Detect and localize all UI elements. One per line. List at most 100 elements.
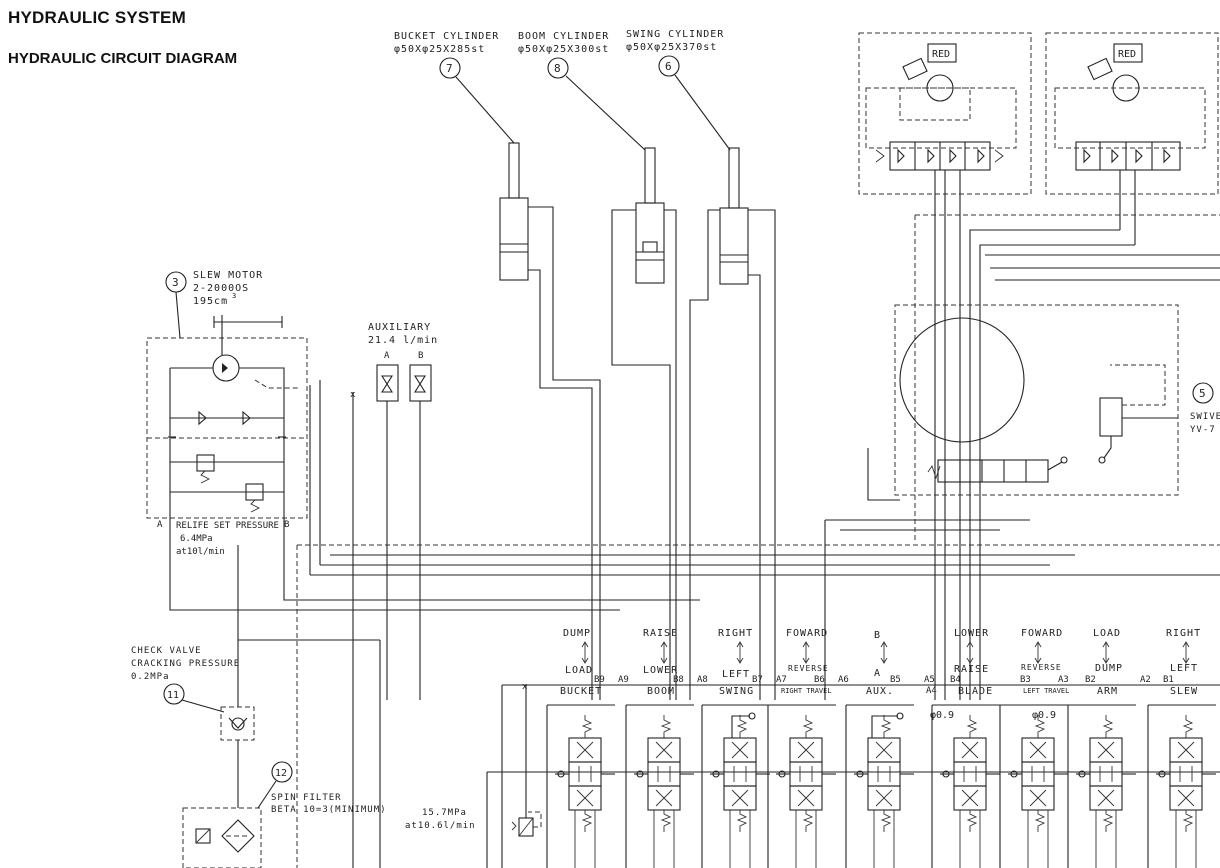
section-bottom-swing: LEFT bbox=[722, 669, 750, 680]
item-number-5: 5 bbox=[1192, 382, 1214, 404]
section-top-right-travel: FOWARD bbox=[786, 628, 828, 639]
red-label-1: RED bbox=[932, 49, 950, 60]
svg-text:A6: A6 bbox=[838, 675, 849, 685]
slew-port-a: A bbox=[157, 520, 163, 530]
direction-arrow-aux bbox=[880, 641, 888, 664]
item-number-6: 6 bbox=[658, 55, 680, 77]
direction-arrow-boom bbox=[660, 641, 668, 664]
bucket-cylinder-spec: φ50Xφ25X285st bbox=[394, 44, 485, 55]
auxiliary-port-a: A bbox=[384, 351, 390, 361]
section-name-slew: SLEW bbox=[1170, 686, 1198, 697]
svg-text:B6: B6 bbox=[814, 675, 825, 685]
section-bottom-arm: DUMP bbox=[1095, 663, 1123, 674]
slew-port-b: B bbox=[284, 520, 289, 530]
slew-motor-model: 2-2000OS bbox=[193, 283, 249, 294]
direction-arrow-slew bbox=[1182, 641, 1190, 664]
orifice-label-2: φ0.9 bbox=[1032, 710, 1056, 721]
svg-text:12: 12 bbox=[275, 768, 287, 779]
svg-text:A5: A5 bbox=[924, 675, 935, 685]
spin-filter-beta: BETA 10=3(MINIMUM) bbox=[271, 805, 387, 815]
relief-set-pressure-label: RELIFE SET PRESSURE bbox=[176, 521, 279, 531]
valve-section-aux bbox=[845, 704, 914, 868]
section-name-blade: BLADE bbox=[958, 686, 993, 697]
section-top-swing: RIGHT bbox=[718, 628, 753, 639]
swing-spool-handle bbox=[731, 712, 756, 738]
auxiliary-label: AUXILIARY bbox=[368, 322, 431, 333]
svg-text:8: 8 bbox=[554, 62, 561, 75]
svg-text:7: 7 bbox=[446, 62, 453, 75]
section-name-arm: ARM bbox=[1097, 686, 1118, 697]
svg-text:x: x bbox=[350, 390, 356, 400]
swivel-model: YV-7 bbox=[1190, 425, 1216, 435]
section-bottom-bucket: LOAD bbox=[565, 665, 593, 676]
check-valve-pressure-label: CRACKING PRESSURE bbox=[131, 659, 240, 669]
section-top-arm: LOAD bbox=[1093, 628, 1121, 639]
svg-text:B9: B9 bbox=[594, 675, 605, 685]
relief-flow-value: at10l/min bbox=[176, 547, 225, 557]
page-title: HYDRAULIC SYSTEM bbox=[8, 8, 186, 27]
svg-text:A2: A2 bbox=[1140, 675, 1151, 685]
swivel-label: SWIVE bbox=[1190, 412, 1220, 422]
main-relief-flow: at10.6l/min bbox=[405, 821, 476, 831]
section-bottom-blade: RAISE bbox=[954, 664, 989, 675]
orifice-label-1: φ0.9 bbox=[930, 710, 954, 721]
slew-motor-label: SLEW MOTOR bbox=[193, 270, 263, 281]
bucket-cylinder bbox=[499, 142, 529, 281]
main-relief-pressure: 15.7MPa bbox=[422, 808, 467, 818]
relief-pressure-value: 6.4MPa bbox=[180, 534, 213, 544]
section-name-bucket: BUCKET bbox=[560, 686, 602, 697]
section-bottom-right-travel: REVERSE bbox=[788, 664, 829, 673]
svg-text:3: 3 bbox=[172, 276, 179, 289]
auxiliary-coupler-b bbox=[409, 364, 432, 402]
section-name-right-travel: RIGHT TRAVEL bbox=[781, 687, 832, 695]
valve-section-boom bbox=[625, 704, 694, 868]
check-valve bbox=[220, 706, 255, 741]
svg-text:6: 6 bbox=[665, 60, 672, 73]
svg-text:B1: B1 bbox=[1163, 675, 1174, 685]
section-name-aux: AUX. bbox=[866, 686, 894, 697]
section-top-blade: LOWER bbox=[954, 628, 989, 639]
section-top-bucket: DUMP bbox=[563, 628, 591, 639]
section-name-boom: BOOM bbox=[647, 686, 675, 697]
direction-arrow-swing bbox=[736, 641, 744, 664]
valve-section-bucket bbox=[546, 704, 615, 868]
swing-cylinder-spec: φ50Xφ25X370st bbox=[626, 42, 717, 53]
section-name-left-travel: LEFT TRAVEL bbox=[1023, 687, 1069, 695]
svg-text:B7: B7 bbox=[752, 675, 763, 685]
svg-text:x: x bbox=[522, 682, 528, 692]
auxiliary-port-b: B bbox=[418, 351, 424, 361]
svg-text:A3: A3 bbox=[1058, 675, 1069, 685]
aux-spool-handle bbox=[871, 712, 904, 738]
boom-cylinder bbox=[635, 147, 665, 284]
svg-text:B5: B5 bbox=[890, 675, 901, 685]
control-valve-bank bbox=[546, 704, 1216, 868]
auxiliary-flow: 21.4 l/min bbox=[368, 335, 438, 346]
bucket-cylinder-label: BUCKET CYLINDER bbox=[394, 31, 499, 42]
swing-cylinder bbox=[719, 147, 749, 285]
svg-text:A9: A9 bbox=[618, 675, 629, 685]
section-bottom-left-travel: REVERSE bbox=[1021, 663, 1062, 672]
spin-filter-label: SPIN FILTER bbox=[271, 793, 342, 803]
item-number-8: 8 bbox=[547, 57, 569, 79]
section-top-aux: B bbox=[874, 630, 881, 641]
valve-section-right-travel bbox=[767, 704, 836, 868]
svg-text:11: 11 bbox=[167, 690, 179, 701]
svg-text:B8: B8 bbox=[673, 675, 684, 685]
section-top-boom: RAISE bbox=[643, 628, 678, 639]
valve-section-labels: DUMP RAISE RIGHT FOWARD B LOWER FOWARD L… bbox=[560, 628, 1200, 697]
section-bottom-aux: A bbox=[874, 668, 881, 679]
valve-section-swing bbox=[701, 704, 770, 868]
svg-text:A7: A7 bbox=[776, 675, 787, 685]
slew-motor-unit-superscript: 3 bbox=[232, 292, 237, 300]
auxiliary-coupler-a bbox=[376, 364, 399, 402]
svg-text:B4: B4 bbox=[950, 675, 961, 685]
valve-section-left-travel bbox=[999, 704, 1068, 868]
slew-motor-block bbox=[146, 315, 308, 519]
direction-arrow-right-travel bbox=[802, 641, 810, 664]
direction-arrow-bucket bbox=[581, 641, 589, 664]
valve-port-labels: B9 A9 B8 A8 B7 A7 B6 A6 B5 A5 B4 A4 B3 A… bbox=[594, 675, 1174, 696]
item-number-3: 3 bbox=[165, 271, 187, 293]
boom-cylinder-label: BOOM CYLINDER bbox=[518, 31, 609, 42]
section-bottom-slew: LEFT bbox=[1170, 663, 1198, 674]
